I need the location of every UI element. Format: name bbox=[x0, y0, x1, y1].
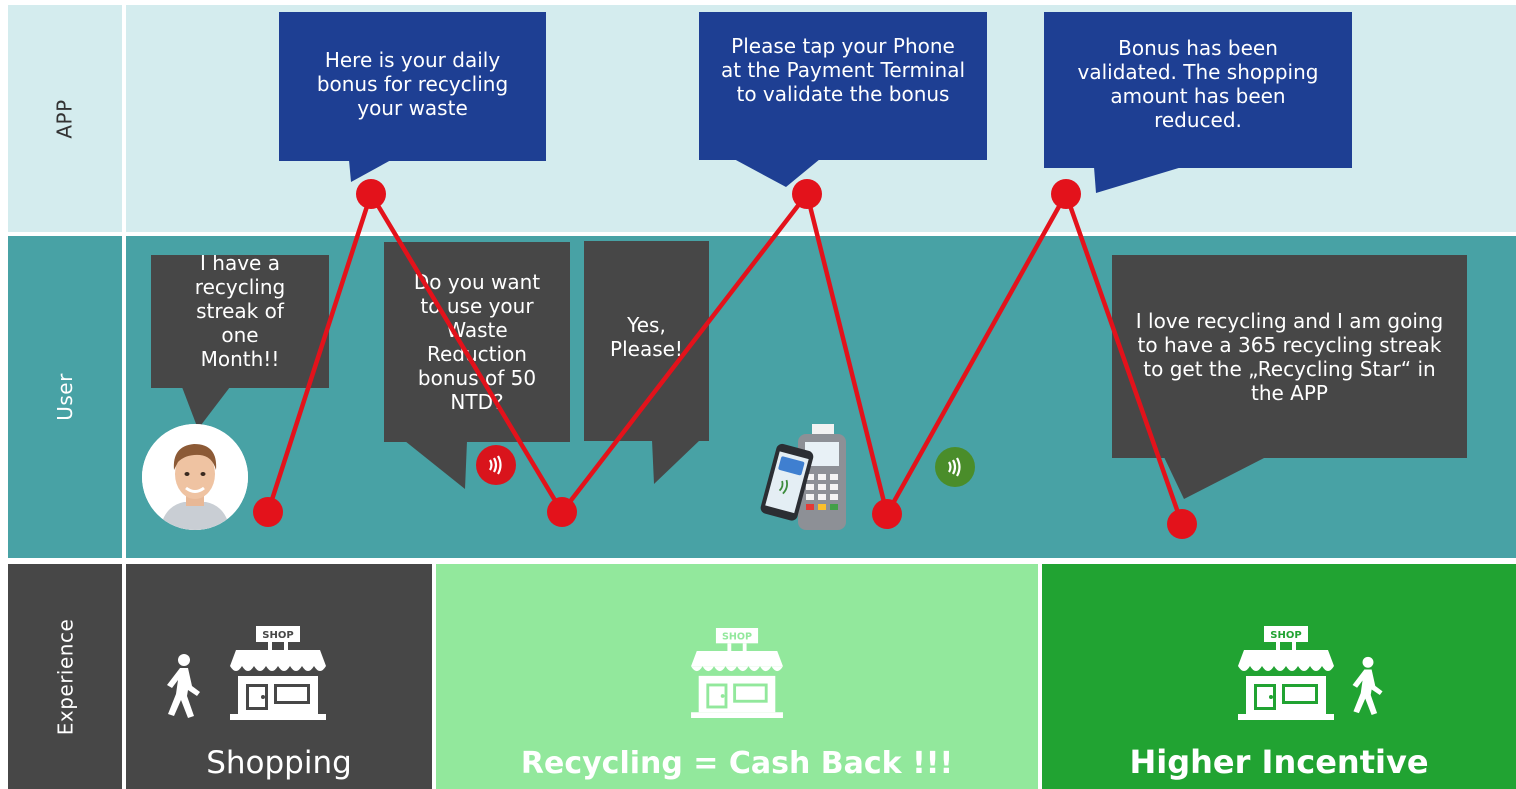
shop-icon: SHOP bbox=[230, 626, 326, 720]
user-bubble-use-bonus-text: Do you want to use your Waste Reduction … bbox=[413, 270, 541, 414]
experience-shopping: SHOP Shopping bbox=[126, 564, 432, 789]
walking-person-icon bbox=[1348, 654, 1388, 716]
user-bubble-yes-please-tail bbox=[652, 440, 700, 484]
user-avatar-icon bbox=[142, 424, 248, 530]
app-bubble-tap-phone-text: Please tap your Phone at the Payment Ter… bbox=[720, 34, 966, 106]
walking-person-icon bbox=[162, 652, 206, 718]
app-bubble-validated: Bonus has been validated. The shopping a… bbox=[1044, 12, 1352, 168]
app-bubble-validated-text: Bonus has been validated. The shopping a… bbox=[1077, 36, 1319, 132]
journey-dot bbox=[253, 497, 283, 527]
experience-cash-back-title: Recycling = Cash Back !!! bbox=[520, 746, 954, 781]
app-lane-label-bg bbox=[8, 5, 122, 232]
user-lane-label-bg bbox=[8, 236, 122, 558]
shop-icon: SHOP bbox=[1238, 626, 1334, 720]
app-bubble-tap-phone-tail bbox=[734, 159, 820, 187]
experience-higher-incentive: SHOP Higher Incentive bbox=[1042, 564, 1516, 789]
app-bubble-daily-bonus-tail bbox=[349, 160, 391, 182]
user-bubble-yes-please-text: Yes, Please! bbox=[610, 313, 683, 361]
app-bubble-daily-bonus: Here is your daily bonus for recycling y… bbox=[279, 12, 546, 161]
experience-lane-label-bg bbox=[8, 564, 122, 789]
user-bubble-streak-text: I have a recycling streak of one Month!! bbox=[194, 255, 286, 371]
app-bubble-tap-phone: Please tap your Phone at the Payment Ter… bbox=[699, 12, 987, 160]
experience-cash-back: SHOP Recycling = Cash Back !!! bbox=[436, 564, 1038, 789]
user-bubble-streak: I have a recycling streak of one Month!! bbox=[151, 255, 329, 388]
contactless-icon bbox=[935, 447, 975, 487]
user-bubble-yes-please: Yes, Please! bbox=[584, 241, 709, 441]
journey-dot bbox=[1051, 179, 1081, 209]
experience-shopping-title: Shopping bbox=[206, 745, 352, 781]
contactless-icon bbox=[476, 445, 516, 485]
app-bubble-validated-tail bbox=[1094, 167, 1182, 193]
user-bubble-streak-tail bbox=[182, 387, 230, 429]
payment-terminal-icon bbox=[760, 424, 850, 532]
shop-icon: SHOP bbox=[691, 628, 783, 718]
shop-sign-text: SHOP bbox=[722, 631, 752, 642]
shop-sign-text: SHOP bbox=[262, 630, 293, 641]
user-bubble-recycling-star-text: I love recycling and I am going to have … bbox=[1135, 308, 1444, 405]
journey-dot bbox=[356, 179, 386, 209]
app-bubble-daily-bonus-text: Here is your daily bonus for recycling y… bbox=[316, 48, 509, 120]
journey-dot bbox=[547, 497, 577, 527]
journey-dot bbox=[1167, 509, 1197, 539]
user-bubble-recycling-star: I love recycling and I am going to have … bbox=[1112, 255, 1467, 458]
user-bubble-use-bonus-tail bbox=[405, 441, 467, 489]
shop-sign-text: SHOP bbox=[1270, 630, 1301, 641]
journey-dot bbox=[872, 499, 902, 529]
user-bubble-recycling-star-tail bbox=[1164, 457, 1266, 499]
journey-dot bbox=[792, 179, 822, 209]
experience-higher-incentive-title: Higher Incentive bbox=[1129, 743, 1429, 781]
user-bubble-use-bonus: Do you want to use your Waste Reduction … bbox=[384, 242, 570, 442]
